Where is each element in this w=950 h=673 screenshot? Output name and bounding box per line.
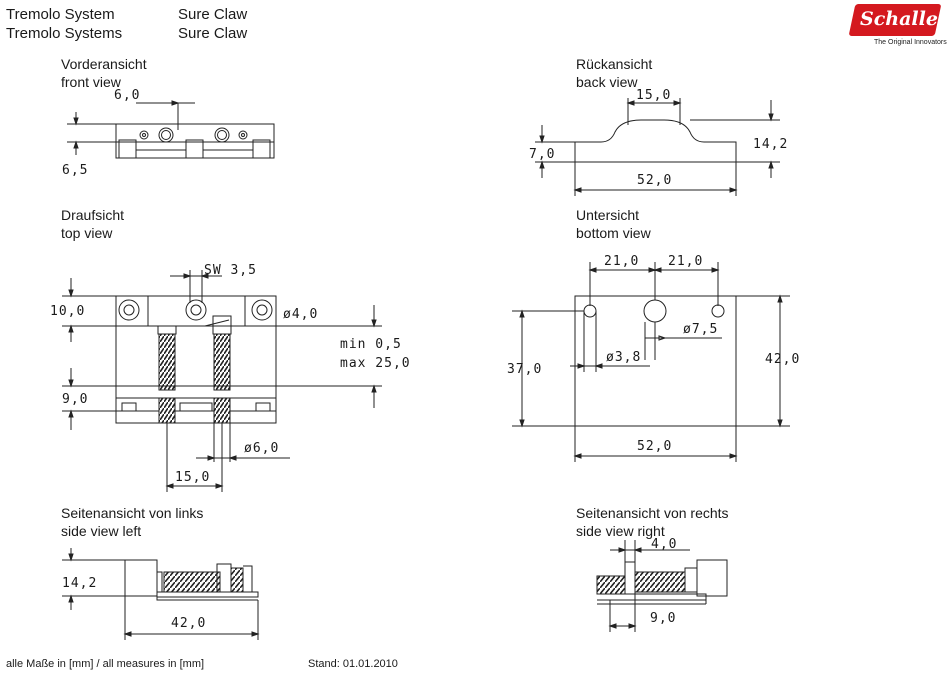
product-title: Tremolo System	[6, 6, 115, 23]
side-right-title-en: side view right	[576, 523, 665, 539]
front-view-title-en: front view	[61, 74, 121, 90]
dim-side-right-4-0: 4,0	[651, 537, 678, 552]
dim-top-sw: SW 3,5	[204, 263, 257, 278]
dim-top-15-0: 15,0	[175, 470, 211, 485]
dim-bottom-42-0: 42,0	[765, 352, 801, 367]
product-title-en: Tremolo Systems	[6, 25, 123, 42]
dim-bottom-37-0: 37,0	[507, 362, 543, 377]
dim-top-min: min 0,5	[340, 337, 402, 352]
footer-measures: alle Maße in [mm] / all measures in [mm]	[6, 658, 205, 670]
logo-slogan: The Original Innovators	[874, 39, 947, 46]
dim-front-6-0: 6,0	[114, 88, 141, 103]
front-view-drawing	[67, 100, 275, 159]
dim-back-52-0: 52,0	[637, 173, 673, 188]
logo-brand: Schaller	[860, 8, 948, 30]
dim-front-6-5: 6,5	[62, 163, 89, 178]
top-view-title-de: Draufsicht	[61, 207, 125, 223]
bottom-view-title-en: bottom view	[576, 225, 651, 241]
dim-back-14-2: 14,2	[753, 137, 789, 152]
dim-back-15-0: 15,0	[636, 88, 672, 103]
dim-top-d6: ø6,0	[244, 441, 280, 456]
product-name-en: Sure Claw	[178, 25, 248, 42]
dim-bottom-21-b: 21,0	[668, 254, 704, 269]
side-left-title-en: side view left	[61, 523, 142, 539]
dim-bottom-d3-8: ø3,8	[606, 350, 642, 365]
dim-top-max: max 25,0	[340, 356, 411, 371]
front-view-title-de: Vorderansicht	[61, 56, 147, 72]
side-right-title-de: Seitenansicht von rechts	[576, 505, 729, 521]
dim-top-9-0: 9,0	[62, 392, 89, 407]
dim-side-right-9-0: 9,0	[650, 611, 677, 626]
top-view-drawing	[62, 270, 382, 492]
side-left-drawing	[62, 548, 260, 640]
side-left-title-de: Seitenansicht von links	[61, 505, 204, 521]
dim-top-10-0: 10,0	[50, 304, 86, 319]
dim-back-7-0: 7,0	[529, 147, 556, 162]
dim-bottom-21-a: 21,0	[604, 254, 640, 269]
back-view-drawing	[535, 98, 780, 196]
schaller-logo: Schaller The Original Innovators	[848, 4, 948, 48]
product-name: Sure Claw	[178, 6, 248, 23]
footer-date: Stand: 01.01.2010	[308, 658, 398, 670]
side-right-drawing	[596, 540, 728, 632]
bottom-view-title-de: Untersicht	[576, 207, 640, 223]
dim-bottom-d7-5: ø7,5	[683, 322, 719, 337]
back-view-title-en: back view	[576, 74, 638, 90]
dim-top-d4: ø4,0	[283, 307, 319, 322]
dim-side-left-42-0: 42,0	[171, 616, 207, 631]
back-view-title-de: Rückansicht	[576, 56, 653, 72]
dim-bottom-52-0: 52,0	[637, 439, 673, 454]
bottom-view-drawing	[512, 262, 790, 462]
dim-side-left-14-2: 14,2	[62, 576, 98, 591]
top-view-title-en: top view	[61, 225, 113, 241]
